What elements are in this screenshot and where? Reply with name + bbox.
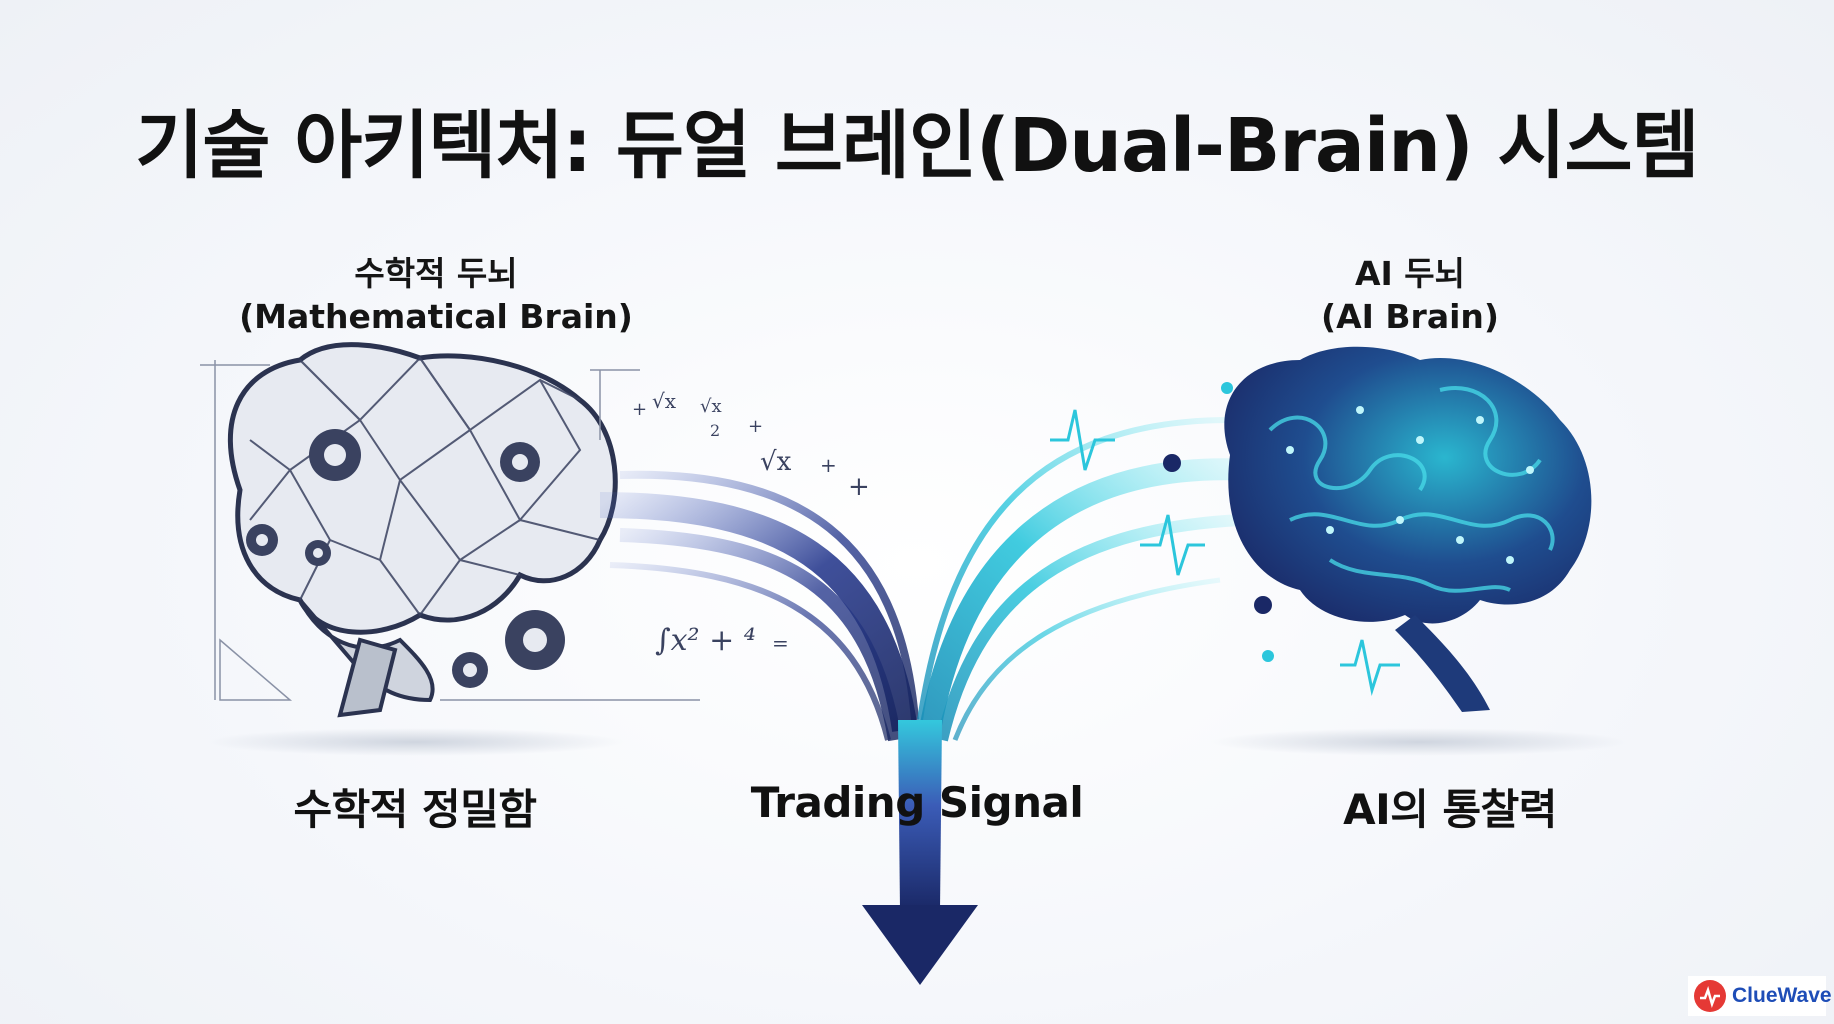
ai-insight-caption: AI의 통찰력 <box>1343 785 1557 834</box>
cluewave-logo: ClueWave <box>1688 976 1832 1016</box>
math-symbols: + √x √x 2 + √x + + ∫x² + ⁴ = <box>632 389 870 658</box>
geometric-brain-icon <box>200 342 700 718</box>
svg-text:√x: √x <box>652 389 677 413</box>
trading-signal-caption: Trading Signal <box>750 778 1084 827</box>
neural-brain-icon <box>1224 346 1592 712</box>
ai-brain-label-ko: AI 두뇌 <box>1354 254 1466 293</box>
svg-text:=: = <box>772 631 789 655</box>
mathematical-brain-label: 수학적 두뇌 (Mathematical Brain) <box>236 252 636 338</box>
mathematical-brain-label-en: (Mathematical Brain) <box>239 297 633 336</box>
logo-wave-icon <box>1694 980 1726 1012</box>
gear-icon <box>246 429 565 688</box>
math-data-stream <box>599 470 919 742</box>
svg-text:∫x² + ⁴: ∫x² + ⁴ <box>655 623 756 658</box>
svg-text:+: + <box>820 453 837 477</box>
ai-brain-label-en: (AI Brain) <box>1321 297 1499 336</box>
logo-text: ClueWave <box>1732 984 1832 1007</box>
svg-text:+: + <box>748 416 763 437</box>
mathematical-precision-caption: 수학적 정밀함 <box>293 785 537 834</box>
arrow-down-icon <box>862 720 978 985</box>
ai-brain-label: AI 두뇌 (AI Brain) <box>1210 252 1610 338</box>
mathematical-brain-label-ko: 수학적 두뇌 <box>354 254 518 293</box>
svg-text:√x: √x <box>760 447 792 477</box>
svg-text:+: + <box>848 472 870 502</box>
svg-text:2: 2 <box>710 421 720 440</box>
page-title: 기술 아키텍처: 듀얼 브레인(Dual-Brain) 시스템 <box>135 103 1699 189</box>
ai-data-stream <box>917 409 1400 742</box>
svg-text:√x: √x <box>700 396 722 417</box>
svg-text:+: + <box>632 399 647 420</box>
